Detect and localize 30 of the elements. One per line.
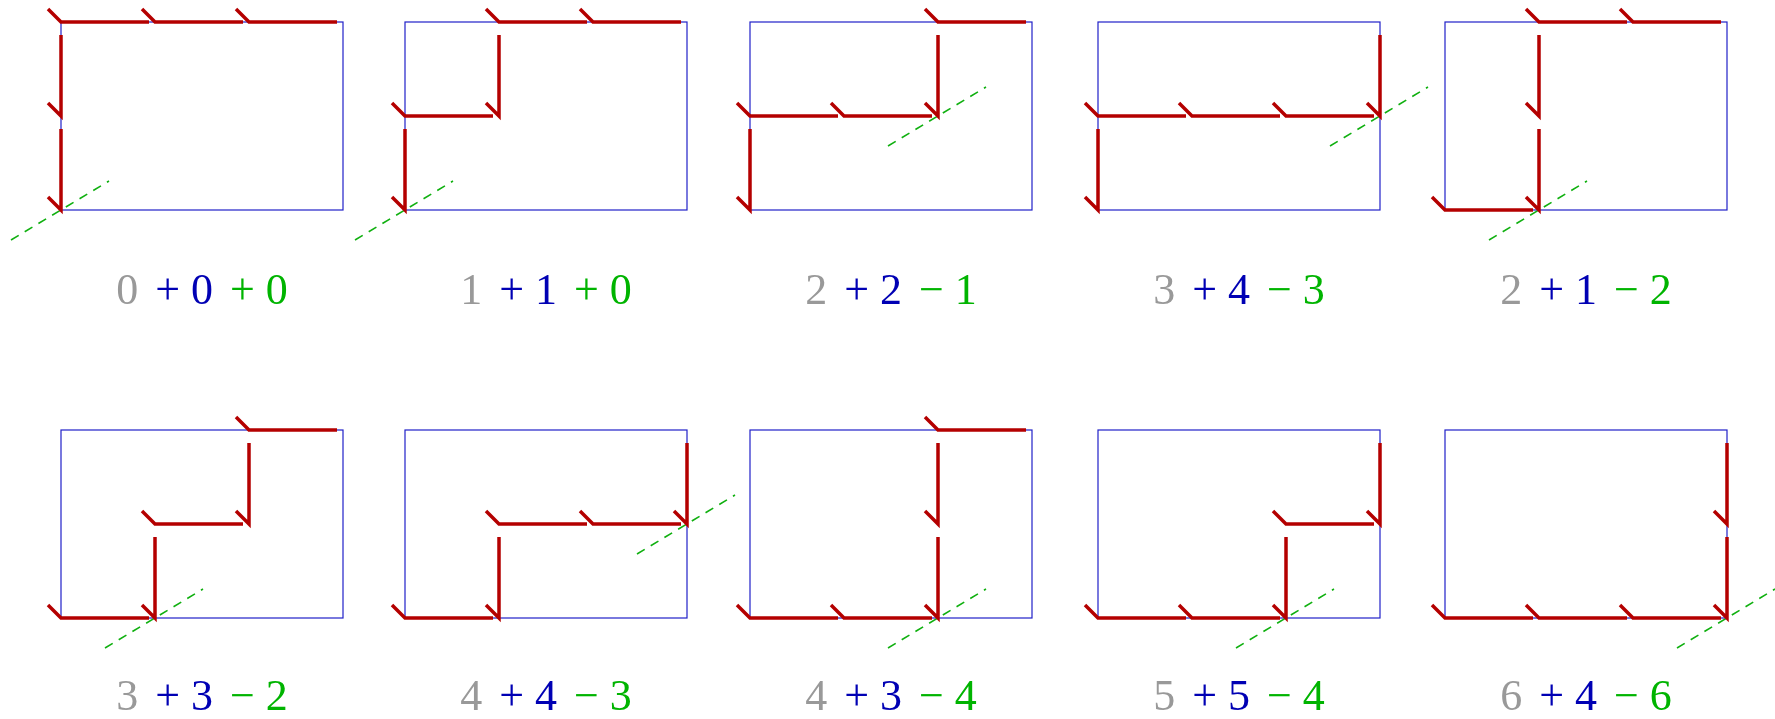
formula-term: 1 <box>460 268 483 312</box>
formula-term: + 5 <box>1192 674 1250 718</box>
formula-term: − 3 <box>1267 268 1325 312</box>
formula-term: 4 <box>805 674 828 718</box>
formula-term: + 0 <box>155 268 213 312</box>
formula-term: + 0 <box>230 268 288 312</box>
formula-term: 0 <box>116 268 139 312</box>
formula-term: 6 <box>1500 674 1523 718</box>
formula-term: + 1 <box>499 268 557 312</box>
formula-term: − 3 <box>574 674 632 718</box>
formula-term: − 2 <box>230 674 288 718</box>
formula-term: + 4 <box>1192 268 1250 312</box>
formula-term: + 0 <box>574 268 632 312</box>
formula-term: 5 <box>1153 674 1176 718</box>
formula-term: − 2 <box>1614 268 1672 312</box>
formula-term: + 2 <box>844 268 902 312</box>
formula-term: + 1 <box>1539 268 1597 312</box>
formula-term: + 3 <box>155 674 213 718</box>
formula-term: − 4 <box>919 674 977 718</box>
formula-term: + 3 <box>844 674 902 718</box>
formula-term: 3 <box>116 674 139 718</box>
formula-term: 3 <box>1153 268 1176 312</box>
formula-term: 2 <box>805 268 828 312</box>
formula-term: − 4 <box>1267 674 1325 718</box>
formula-term: + 4 <box>1539 674 1597 718</box>
formula-term: − 6 <box>1614 674 1672 718</box>
formula-term: + 4 <box>499 674 557 718</box>
formula-term: 4 <box>460 674 483 718</box>
formula-term: − 1 <box>919 268 977 312</box>
formula-term: 2 <box>1500 268 1523 312</box>
